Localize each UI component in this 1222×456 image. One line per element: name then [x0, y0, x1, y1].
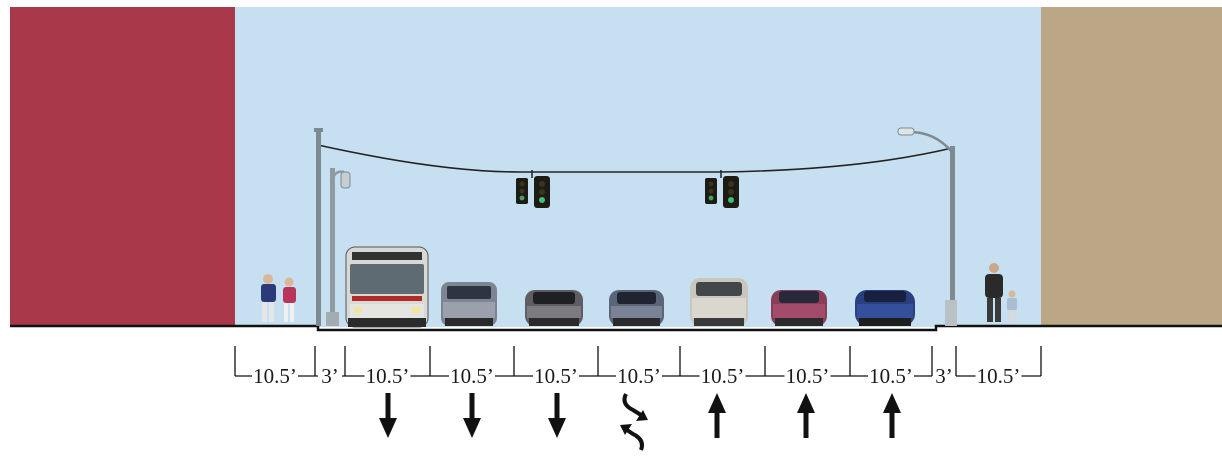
bus-icon	[345, 246, 429, 328]
arrow-down-icon	[548, 393, 566, 438]
dimension-label: 3’	[321, 364, 339, 388]
left-signal-pole	[314, 128, 323, 326]
arrow-down-icon	[463, 393, 481, 438]
dimension-label: 3’	[935, 364, 953, 388]
two-way-left-turn-arrow-icon	[620, 393, 648, 451]
dimension-label: 10.5’	[701, 364, 745, 388]
car-icon	[441, 282, 497, 326]
dimension-label: 10.5’	[366, 364, 410, 388]
traffic-signal-icon	[705, 170, 739, 208]
lane-direction-arrows	[379, 393, 901, 451]
car-icon	[690, 278, 748, 326]
dimension-lane-2: 10.5’	[430, 364, 514, 388]
arrow-up-icon	[883, 393, 901, 438]
ground-line	[10, 324, 1222, 332]
car-icon	[609, 290, 664, 326]
right-signal-pole	[945, 146, 957, 326]
dimension-label: 10.5’	[977, 364, 1021, 388]
pedestrian-icon	[985, 263, 1017, 322]
dimension-label: 10.5’	[253, 364, 297, 388]
pedestrian-icon	[261, 274, 296, 322]
dimension-center-turn-lane: 10.5’	[598, 364, 680, 388]
street-light-icon	[897, 127, 953, 153]
dimension-buffer-right: 3’	[935, 364, 953, 388]
dimension-label: 10.5’	[869, 364, 913, 388]
dimension-lane-4: 10.5’	[680, 364, 765, 388]
traffic-signal-icon	[516, 170, 550, 208]
arrow-down-icon	[379, 393, 397, 438]
dimension-sidewalk-right: 10.5’	[956, 364, 1041, 388]
dimension-label: 10.5’	[786, 364, 830, 388]
dimension-buffer-left: 3’	[315, 364, 345, 388]
dimension-label: 10.5’	[534, 364, 578, 388]
dimension-label: 10.5’	[617, 364, 661, 388]
dimension-label: 10.5’	[450, 364, 494, 388]
dimension-line: 10.5’ 3’ 10.5’ 10.5’ 10.5’ 10.5’ 10.5’ 10.5’ 10.…	[234, 346, 1042, 388]
car-icon	[771, 290, 827, 326]
left-building	[10, 7, 235, 327]
arrow-up-icon	[708, 393, 726, 438]
dimension-lane-5: 10.5’	[765, 364, 850, 388]
street-light-icon	[326, 168, 351, 326]
dimension-sidewalk-left: 10.5’	[235, 364, 315, 388]
dimension-lane-3: 10.5’	[514, 364, 598, 388]
car-icon	[525, 290, 583, 326]
dimension-lane-1: 10.5’	[345, 364, 430, 388]
arrow-up-icon	[797, 393, 815, 438]
span-wire	[317, 144, 953, 173]
right-building	[1041, 7, 1222, 327]
dimension-lane-6: 10.5’	[850, 364, 932, 388]
car-icon	[855, 290, 915, 326]
